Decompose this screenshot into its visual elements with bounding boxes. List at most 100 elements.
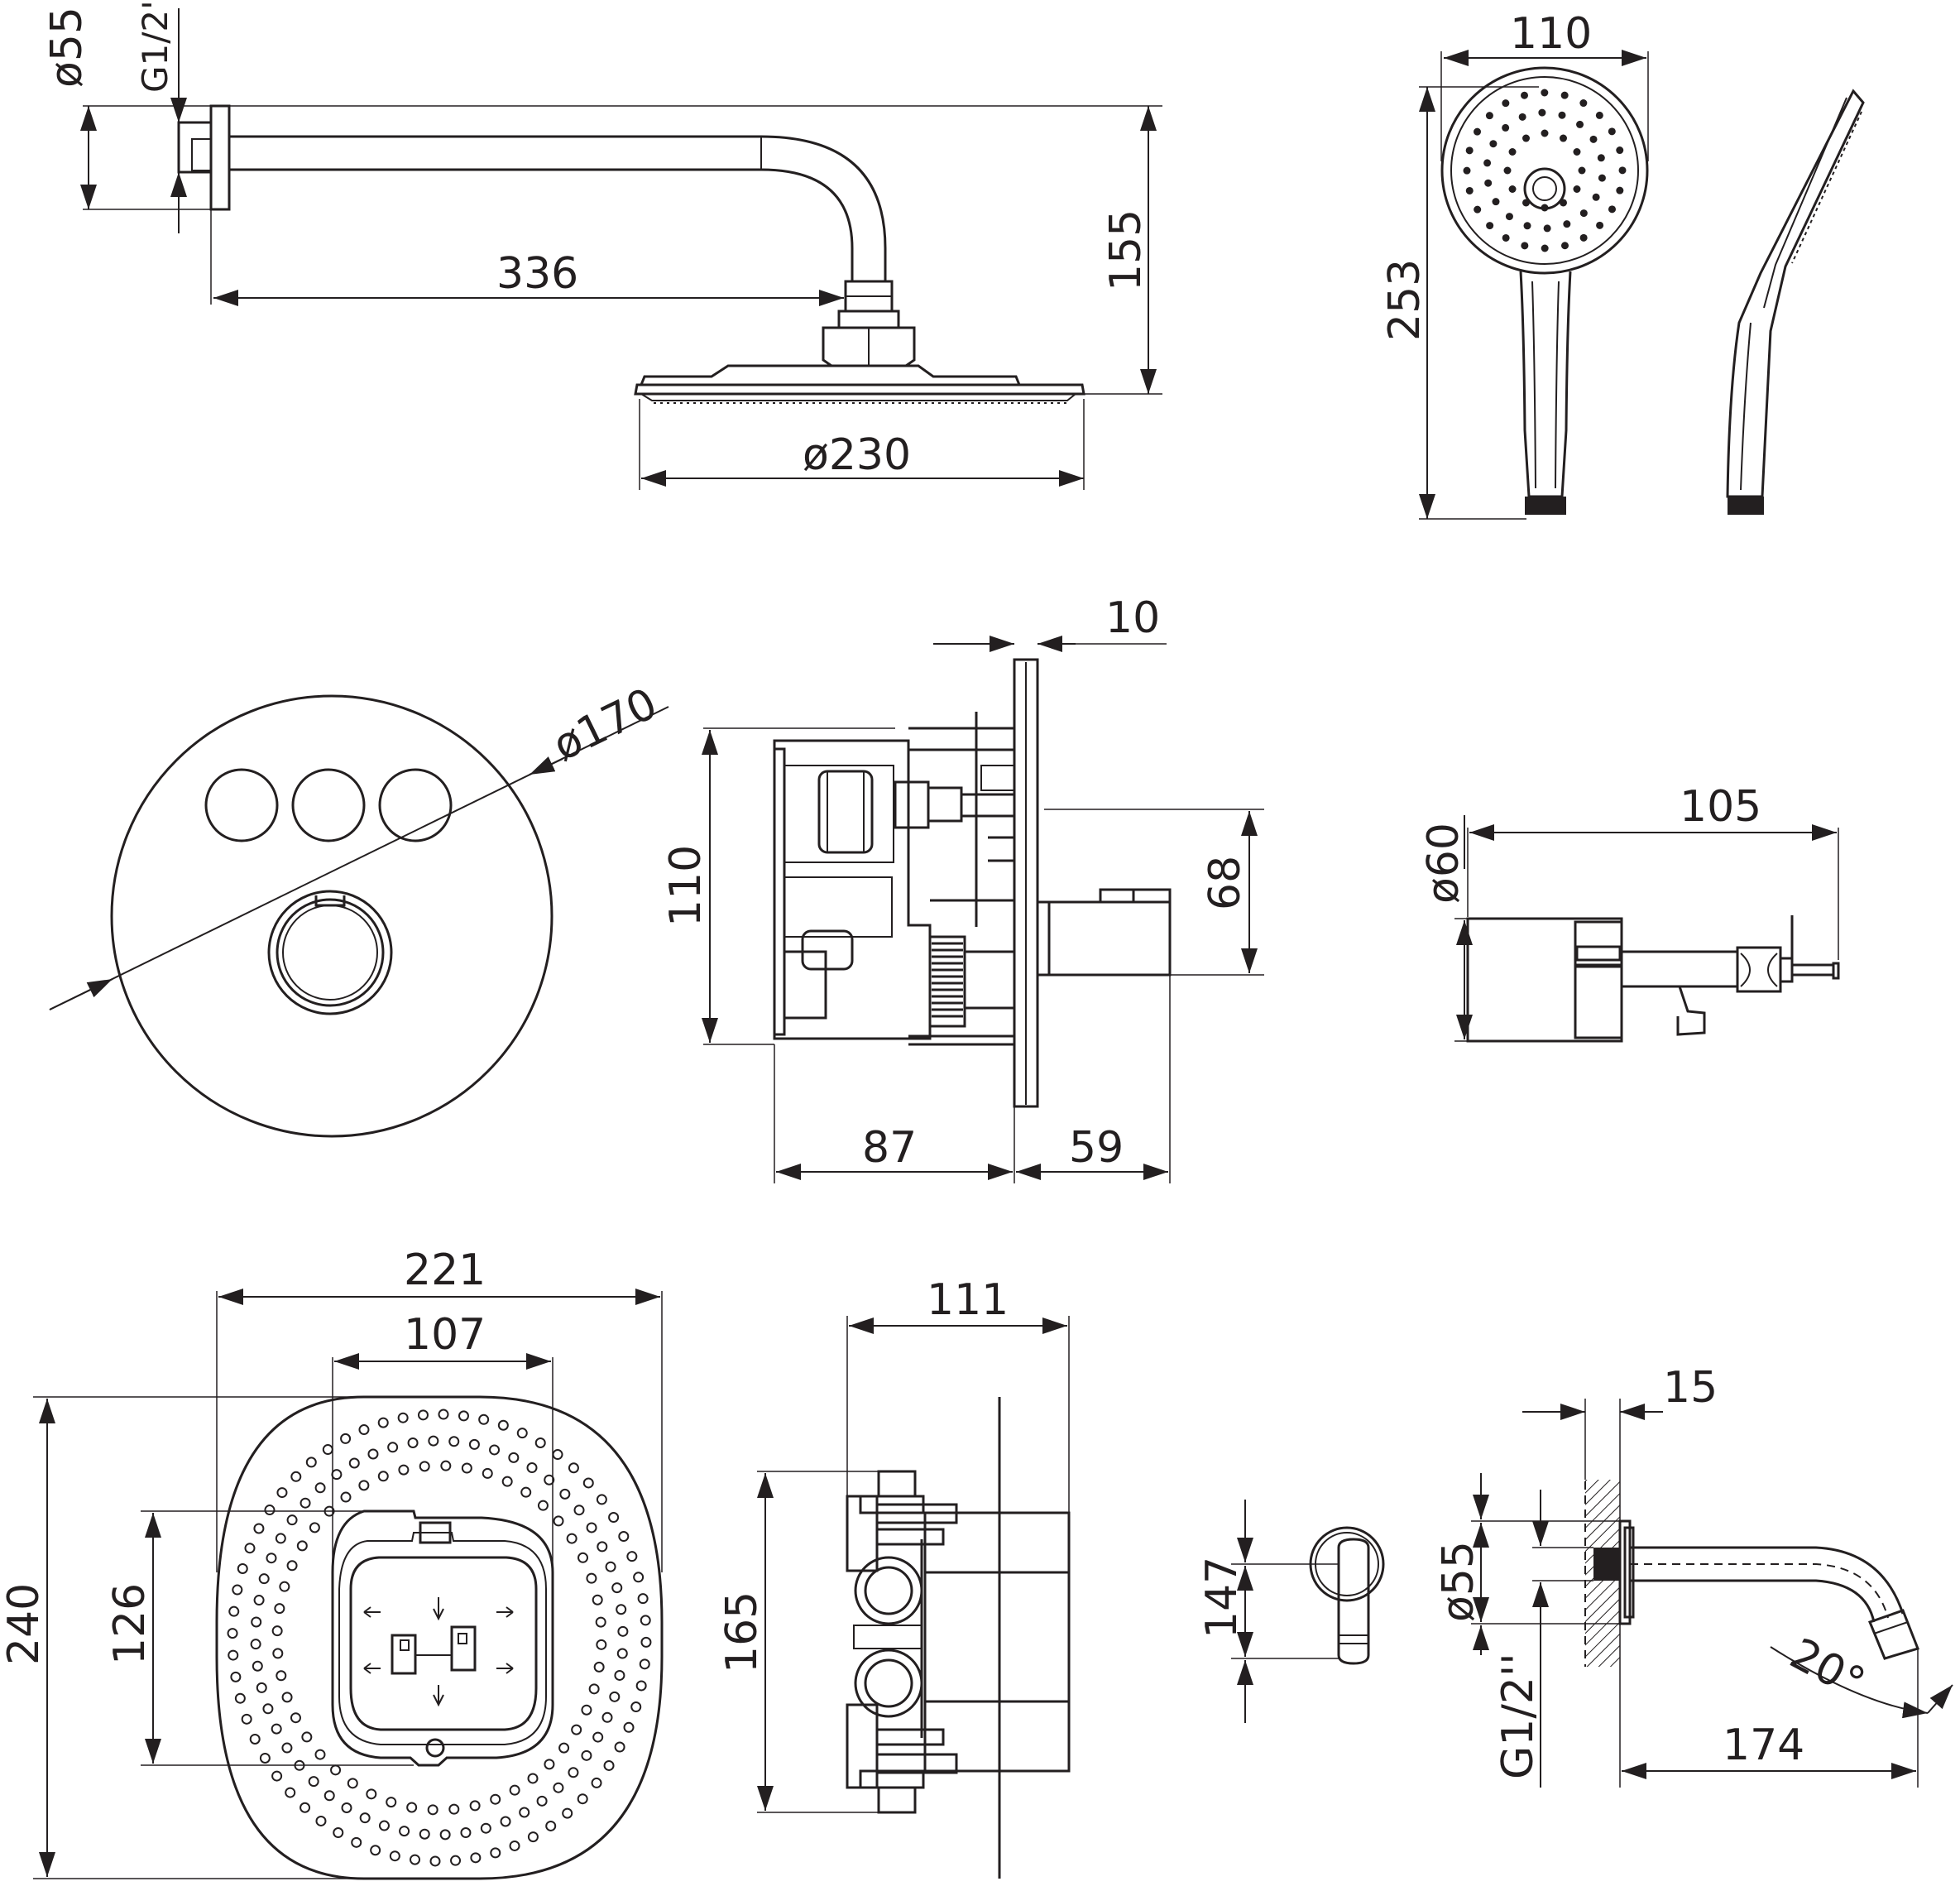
spout-thread-label: G1/2'' bbox=[1493, 1653, 1543, 1779]
valve-side-view: 10 110 68 87 59 bbox=[661, 593, 1264, 1183]
mounting-hole bbox=[617, 1625, 629, 1637]
mounting-hole bbox=[377, 1417, 389, 1428]
nozzle-dot bbox=[1465, 186, 1474, 194]
mounting-hole bbox=[480, 1822, 491, 1834]
nozzle-dot bbox=[1576, 120, 1584, 128]
nozzle-dot bbox=[1595, 111, 1603, 119]
nozzle-dot bbox=[1608, 127, 1616, 136]
hand-shower-length-label: 253 bbox=[1380, 259, 1430, 341]
mounting-hole bbox=[389, 1850, 400, 1862]
mounting-hole bbox=[262, 1703, 274, 1715]
mounting-hole bbox=[614, 1741, 625, 1753]
mounting-hole bbox=[460, 1827, 472, 1839]
mounting-hole bbox=[489, 1444, 501, 1456]
mounting-hole bbox=[544, 1474, 555, 1485]
nozzle-dot bbox=[1541, 244, 1549, 252]
mounting-hole bbox=[601, 1711, 613, 1723]
nozzle-dot bbox=[1474, 205, 1482, 214]
mounting-hole bbox=[544, 1759, 555, 1770]
mounting-hole bbox=[359, 1812, 371, 1824]
nozzle-dot bbox=[1484, 179, 1493, 187]
mounting-hole bbox=[623, 1721, 635, 1733]
mounting-hole bbox=[281, 1742, 293, 1754]
mounting-hole bbox=[300, 1497, 311, 1509]
hand-shower-view: 110 253 bbox=[1380, 9, 1865, 520]
mounting-hole bbox=[241, 1713, 252, 1725]
mounting-hole bbox=[558, 1742, 570, 1754]
nozzle-dot bbox=[1463, 166, 1471, 175]
mounting-hole bbox=[500, 1816, 511, 1827]
mounting-hole bbox=[272, 1648, 284, 1659]
mounting-hole bbox=[508, 1452, 520, 1463]
box-side-height-label: 165 bbox=[717, 1591, 767, 1673]
nozzle-dot bbox=[1579, 209, 1588, 218]
mounting-hole bbox=[577, 1793, 588, 1805]
mounting-hole bbox=[314, 1482, 326, 1494]
valve-depth-label: 87 bbox=[862, 1123, 917, 1173]
mounting-hole bbox=[603, 1759, 615, 1771]
mounting-hole bbox=[228, 1649, 239, 1661]
mounting-hole bbox=[290, 1712, 301, 1724]
mounting-hole bbox=[370, 1845, 381, 1856]
mounting-hole bbox=[279, 1581, 290, 1592]
nozzle-dot bbox=[1560, 199, 1567, 207]
mounting-hole bbox=[378, 1820, 390, 1831]
mounting-hole bbox=[286, 1560, 298, 1572]
mounting-hole bbox=[387, 1442, 399, 1453]
mounting-hole bbox=[497, 1419, 509, 1431]
nozzle-dot bbox=[1560, 91, 1569, 99]
mounting-hole bbox=[490, 1793, 501, 1805]
mounting-hole bbox=[501, 1476, 513, 1487]
mounting-hole bbox=[545, 1820, 557, 1831]
mounting-hole bbox=[639, 1658, 650, 1670]
mounting-hole bbox=[571, 1724, 582, 1735]
outlet-diameter-label: ø60 bbox=[1419, 823, 1469, 904]
mounting-hole bbox=[553, 1782, 564, 1793]
nozzle-dot bbox=[1503, 166, 1512, 175]
nozzle-dot bbox=[1505, 213, 1513, 221]
shower-height-label: 155 bbox=[1101, 209, 1151, 291]
mounting-hole bbox=[450, 1855, 462, 1866]
outlet-length-label: 105 bbox=[1680, 782, 1761, 832]
mounting-hole bbox=[398, 1464, 410, 1476]
mounting-hole bbox=[439, 1829, 451, 1841]
mounting-hole bbox=[527, 1831, 539, 1843]
mounting-hole bbox=[616, 1648, 628, 1659]
control-panel-view: ø170 bbox=[49, 679, 669, 1138]
nozzle-dot bbox=[1616, 146, 1624, 155]
box-width-label: 221 bbox=[404, 1245, 486, 1295]
mounting-hole bbox=[596, 1639, 607, 1650]
nozzle-dot bbox=[1543, 224, 1551, 233]
spout-diameter-label: ø55 bbox=[1434, 1541, 1483, 1622]
mounting-hole bbox=[407, 1437, 419, 1448]
mounting-hole bbox=[470, 1852, 482, 1864]
mounting-hole bbox=[633, 1572, 645, 1583]
mounting-hole bbox=[519, 1807, 530, 1818]
box-inner-height-label: 126 bbox=[105, 1583, 155, 1665]
mounting-hole bbox=[591, 1777, 602, 1788]
mounting-hole bbox=[259, 1752, 271, 1764]
mounting-hole bbox=[609, 1691, 621, 1702]
valve-height-label: 110 bbox=[661, 845, 711, 927]
mounting-hole bbox=[377, 1471, 389, 1482]
mounting-hole bbox=[618, 1531, 630, 1543]
nozzle-dot bbox=[1618, 166, 1627, 175]
nozzle-dot bbox=[1563, 220, 1571, 228]
mounting-hole bbox=[301, 1731, 313, 1743]
cartridge-ribs bbox=[932, 942, 963, 1018]
mounting-hole bbox=[251, 1616, 262, 1628]
arm-diameter-label: ø55 bbox=[42, 7, 92, 88]
mounting-hole bbox=[586, 1522, 597, 1533]
nozzle-dot bbox=[1592, 193, 1600, 201]
mounting-hole bbox=[244, 1543, 256, 1554]
mounting-hole bbox=[249, 1733, 261, 1745]
mounting-hole bbox=[553, 1515, 564, 1527]
mounting-hole bbox=[640, 1615, 651, 1626]
mounting-hole bbox=[516, 1428, 528, 1439]
nozzle-dot bbox=[1492, 198, 1500, 206]
mounting-hole bbox=[573, 1505, 585, 1516]
mounting-hole bbox=[509, 1840, 520, 1851]
nozzle-dot bbox=[1486, 222, 1494, 230]
mounting-hole bbox=[428, 1435, 439, 1447]
